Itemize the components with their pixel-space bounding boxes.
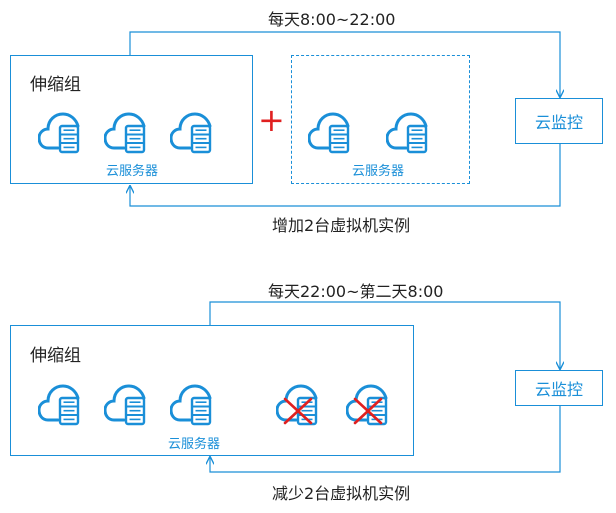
cloud-server-icon <box>103 110 154 154</box>
top-group-title: 伸缩组 <box>30 75 81 95</box>
bottom-group-title: 伸缩组 <box>30 346 81 366</box>
cloud-server-icon <box>385 110 436 154</box>
cloud-server-icon <box>37 110 88 154</box>
top-plus-icon: + <box>258 101 285 139</box>
top-action-arrow <box>130 144 561 207</box>
bottom-action-label: 减少2台虚拟机实例 <box>272 484 411 503</box>
cloud-server-removed-icon <box>345 382 396 426</box>
top-schedule-label: 每天8:00~22:00 <box>268 10 396 29</box>
cloud-server-icon <box>169 382 220 426</box>
bottom-cloud-monitor: 云监控 <box>515 370 603 406</box>
cloud-server-removed-icon <box>275 382 326 426</box>
cloud-server-icon <box>37 382 88 426</box>
top-server-caption: 云服务器 <box>106 164 159 179</box>
cloud-server-icon <box>169 110 220 154</box>
bottom-action-arrow <box>210 406 561 473</box>
cloud-server-icon <box>307 110 358 154</box>
top-extra-server-caption: 云服务器 <box>352 164 405 179</box>
bottom-schedule-label: 每天22:00~第二天8:00 <box>268 282 444 301</box>
top-schedule-arrow <box>129 31 560 97</box>
bottom-server-caption: 云服务器 <box>168 437 221 452</box>
cloud-server-icon <box>103 382 154 426</box>
top-action-label: 增加2台虚拟机实例 <box>272 216 411 235</box>
bottom-scaling-group <box>10 325 414 456</box>
bottom-schedule-arrow <box>209 301 560 369</box>
top-cloud-monitor: 云监控 <box>515 98 603 144</box>
